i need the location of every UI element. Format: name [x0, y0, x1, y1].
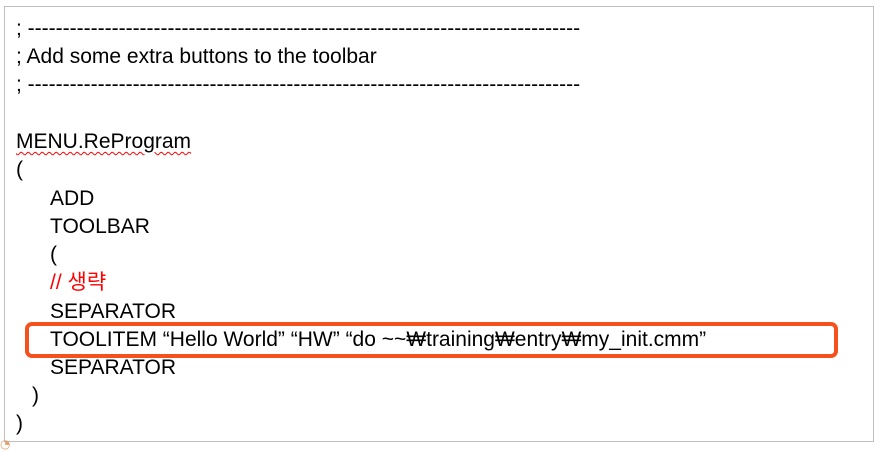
separator-line-1: SEPARATOR: [50, 300, 177, 323]
open-paren-inner: (: [50, 243, 57, 266]
comment-divider-bottom: ; --------------------------------------…: [16, 73, 581, 96]
cropped-logo-icon: ◔: [0, 437, 11, 451]
separator-line-2: SEPARATOR: [50, 356, 177, 379]
omitted-comment: // 생략: [50, 271, 107, 294]
close-paren-inner: ): [32, 384, 39, 407]
comment-title: ; Add some extra buttons to the toolbar: [16, 45, 377, 68]
open-paren-outer: (: [16, 158, 23, 181]
toolbar-keyword: TOOLBAR: [50, 215, 150, 238]
code-block-frame: [4, 6, 874, 442]
menu-reprogram-command: MENU.ReProgram: [16, 130, 192, 153]
close-paren-outer: ): [16, 412, 23, 435]
toolitem-line: TOOLITEM “Hello World” “HW” “do ~~₩train…: [50, 328, 707, 351]
toolitem-highlight-box: [25, 322, 838, 358]
add-keyword: ADD: [50, 187, 95, 210]
comment-divider-top: ; --------------------------------------…: [16, 17, 581, 40]
